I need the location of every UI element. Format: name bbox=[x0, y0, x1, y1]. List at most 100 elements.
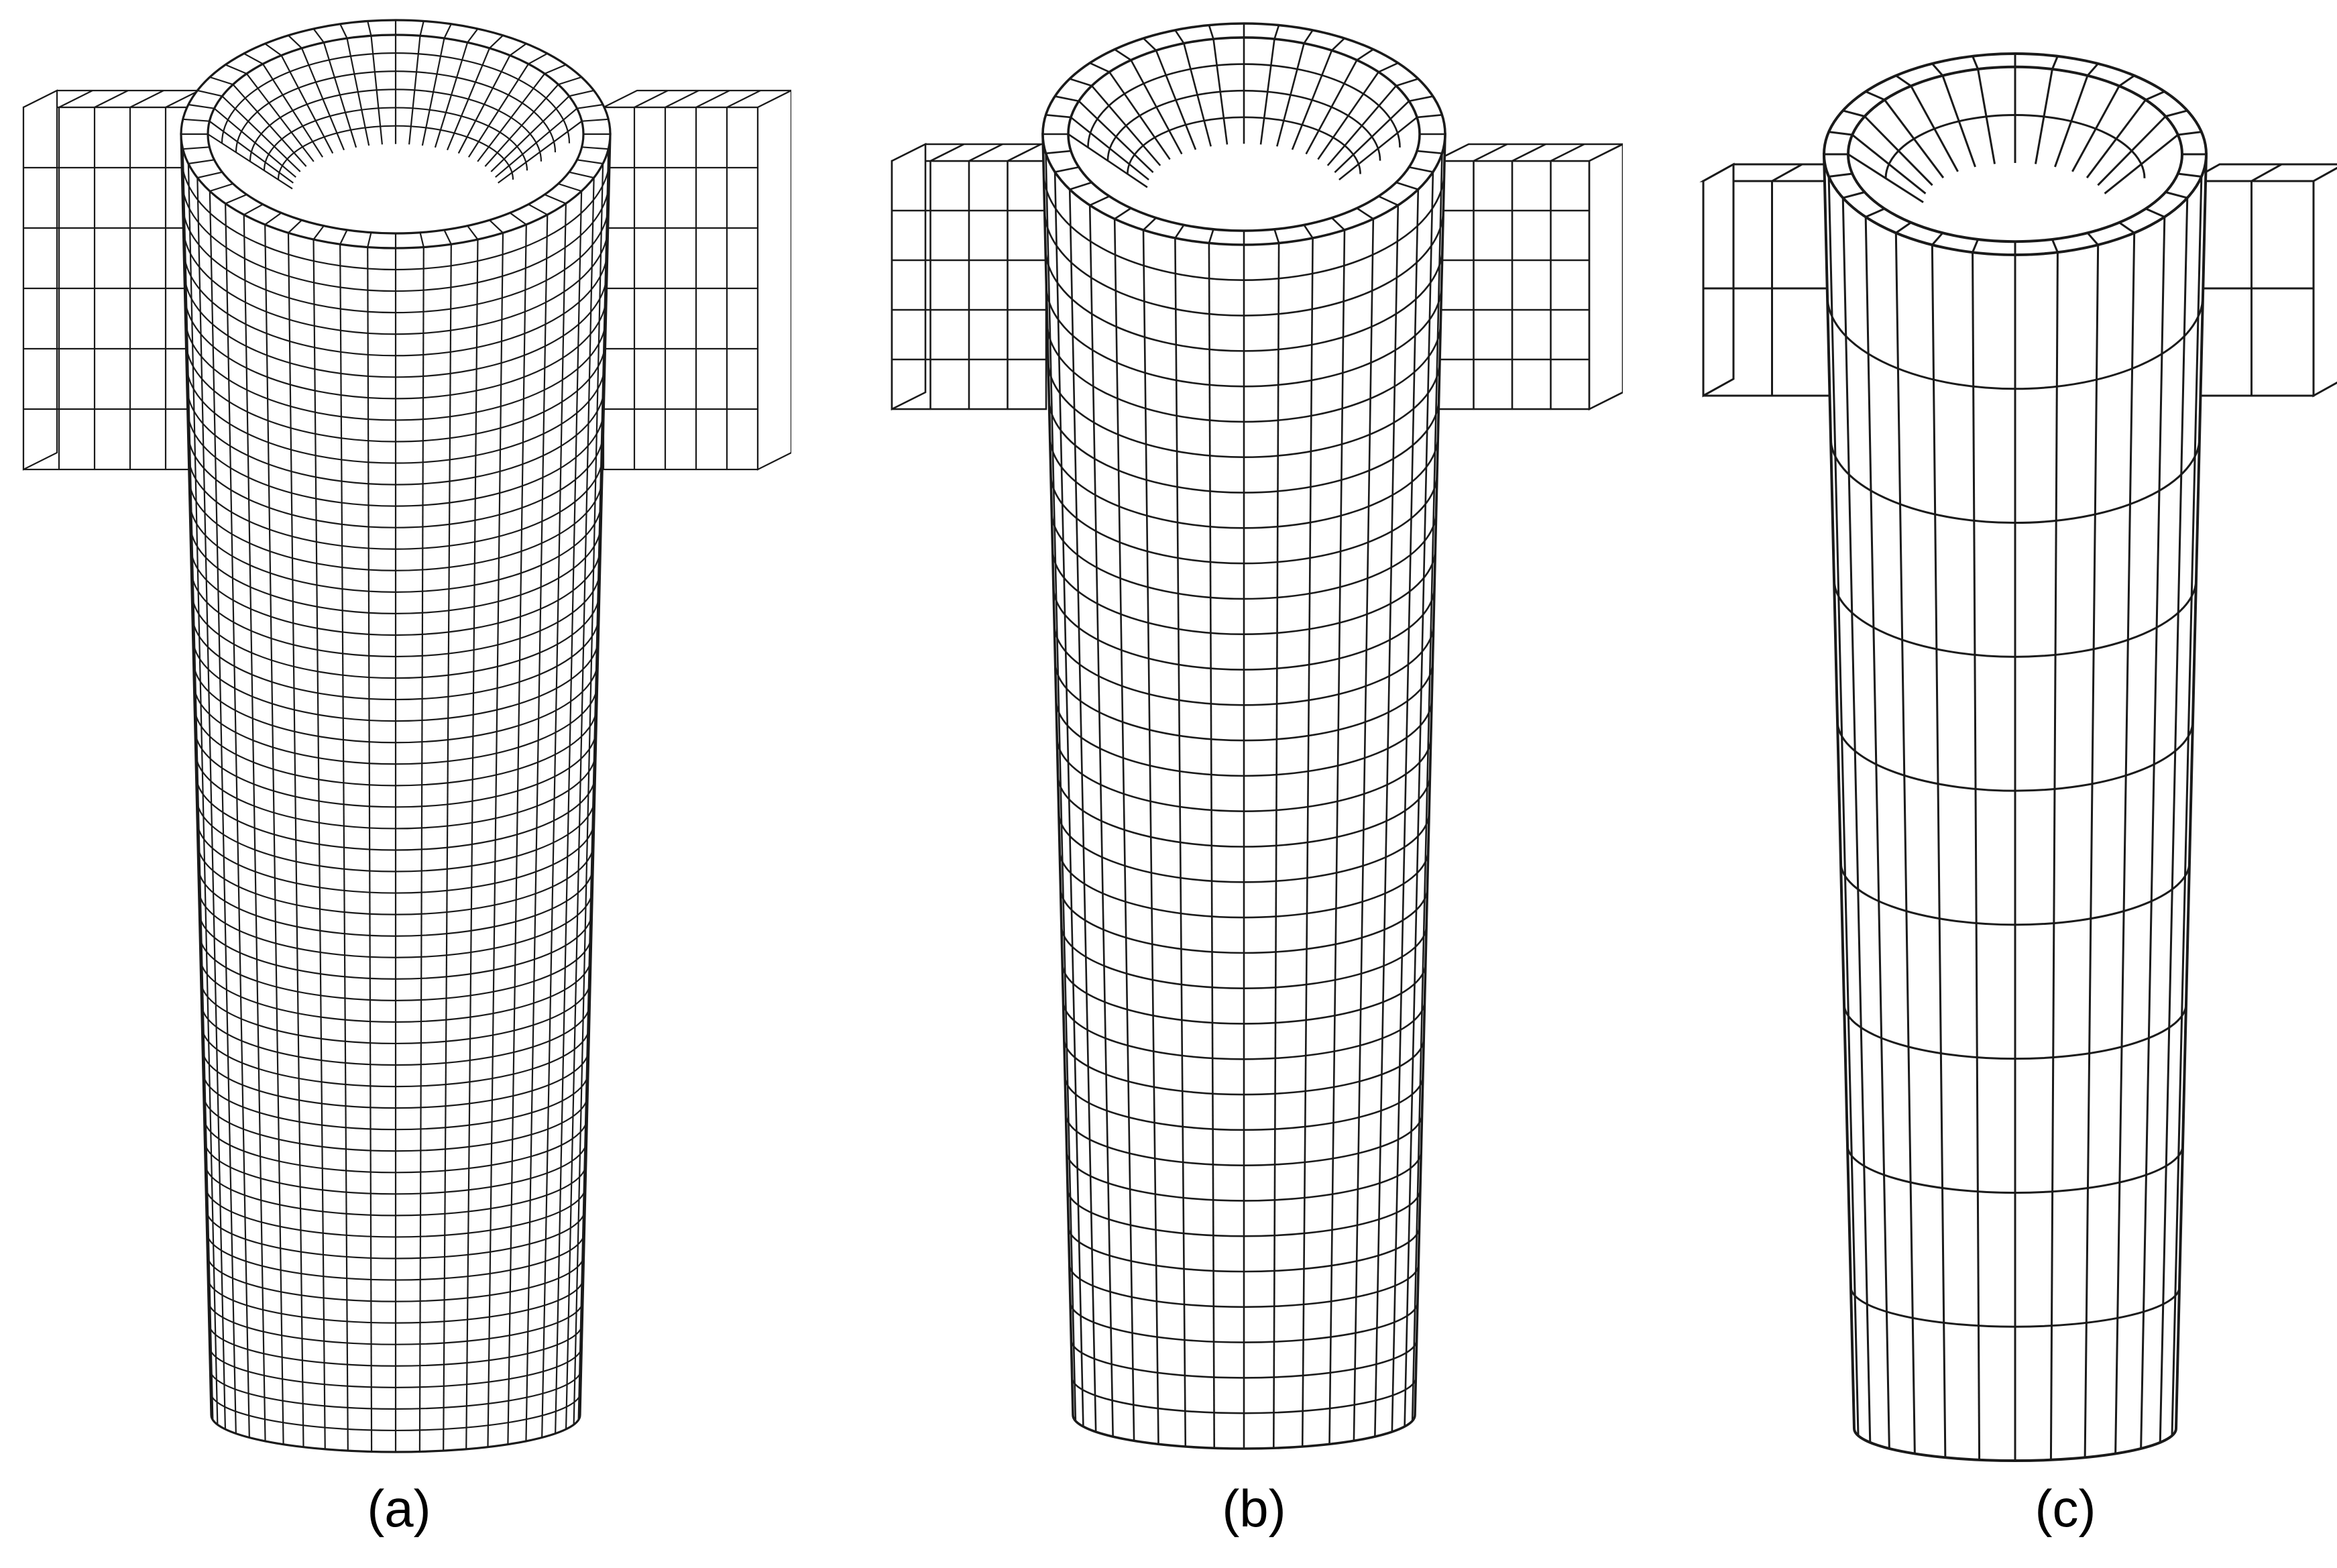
rim-division bbox=[1143, 38, 1157, 52]
rim-division bbox=[312, 225, 325, 240]
tube-longitudinal bbox=[418, 247, 424, 1452]
rim-division bbox=[225, 194, 247, 205]
rim-division bbox=[577, 159, 604, 165]
rim-division bbox=[489, 219, 504, 234]
flange-grid-line bbox=[929, 143, 965, 162]
rim-division bbox=[2051, 56, 2059, 70]
tube-longitudinal bbox=[2175, 154, 2208, 1429]
tube-longitudinal bbox=[1414, 133, 1446, 1416]
rim-division bbox=[243, 203, 264, 216]
flange-grid-line bbox=[968, 143, 1003, 162]
flange-grid-line bbox=[726, 90, 761, 108]
inner-ring bbox=[1106, 89, 1381, 161]
flange-right bbox=[602, 89, 791, 471]
rim-division bbox=[264, 43, 282, 56]
flange-grid-line bbox=[1512, 143, 1546, 162]
rim-division bbox=[1273, 25, 1280, 40]
tube-longitudinal bbox=[579, 133, 612, 1416]
mesh-group bbox=[1699, 52, 2337, 1462]
inner-ring bbox=[1884, 113, 2146, 178]
rim-division bbox=[467, 28, 479, 43]
medium-mesh-drawing bbox=[891, 22, 1623, 1450]
rim-division bbox=[1054, 95, 1080, 102]
rim-division bbox=[443, 23, 452, 39]
flange-side bbox=[891, 142, 927, 411]
rim-division bbox=[209, 182, 233, 192]
rim-division bbox=[197, 171, 223, 179]
tube-longitudinal bbox=[577, 149, 610, 1420]
tube-longitudinal bbox=[1864, 217, 1890, 1449]
rim-division bbox=[2165, 191, 2188, 199]
flange-grid-line bbox=[1007, 143, 1042, 162]
tube-longitudinal bbox=[196, 178, 227, 1430]
rim-division bbox=[1931, 62, 1944, 76]
rim-division bbox=[2051, 239, 2059, 253]
coarse-mesh-drawing bbox=[1699, 52, 2337, 1462]
rim-division bbox=[544, 194, 567, 205]
flange-grid-line bbox=[129, 90, 164, 108]
flange-side bbox=[22, 89, 58, 471]
rim-division bbox=[1273, 229, 1280, 243]
tube-longitudinal bbox=[243, 215, 266, 1441]
tube-longitudinal bbox=[182, 149, 214, 1420]
rim-division bbox=[558, 182, 582, 192]
tube-longitudinal bbox=[573, 163, 604, 1425]
rim-division bbox=[509, 212, 527, 225]
tube-longitudinal bbox=[1208, 243, 1216, 1449]
tube-longitudinal bbox=[2084, 245, 2100, 1458]
rim-division bbox=[197, 89, 223, 97]
tube-longitudinal bbox=[1272, 243, 1280, 1449]
tube-longitudinal bbox=[1053, 172, 1084, 1427]
mesh-group bbox=[891, 22, 1623, 1450]
inner-ring bbox=[235, 70, 557, 153]
tube-longitudinal bbox=[541, 203, 567, 1438]
rim-division bbox=[188, 103, 215, 109]
tube-longitudinal bbox=[287, 233, 304, 1447]
flange-right bbox=[2185, 163, 2337, 398]
rim-division bbox=[1828, 131, 1853, 136]
flange-top bbox=[603, 89, 791, 109]
rim-division bbox=[569, 171, 594, 179]
rim-division bbox=[544, 64, 567, 74]
flange-grid-line bbox=[58, 90, 93, 108]
inner-wall-line bbox=[1068, 133, 1148, 188]
tube-longitudinal bbox=[465, 239, 479, 1449]
rim-division bbox=[264, 212, 282, 225]
tube-longitudinal bbox=[1823, 154, 1856, 1429]
tube-longitudinal bbox=[1068, 189, 1097, 1433]
flange-grid-line bbox=[165, 90, 200, 108]
tube-longitudinal bbox=[1391, 189, 1420, 1433]
rim-division bbox=[225, 64, 247, 74]
tube-longitudinal bbox=[2114, 233, 2136, 1454]
rim-division bbox=[1356, 48, 1374, 61]
panel-label-c: (c) bbox=[2035, 1479, 2096, 1538]
rim-division bbox=[419, 21, 424, 36]
rim-division bbox=[182, 118, 210, 122]
rim-division bbox=[1865, 207, 1885, 218]
rim-division bbox=[2177, 172, 2202, 178]
flange-top bbox=[2185, 163, 2337, 182]
rim-division bbox=[1089, 62, 1110, 73]
tube-longitudinal bbox=[1328, 229, 1346, 1445]
rim-division bbox=[2086, 232, 2099, 246]
rim-division bbox=[1828, 172, 1853, 178]
tube-longitudinal bbox=[1142, 229, 1159, 1445]
rim-division bbox=[1069, 181, 1092, 190]
rim-division bbox=[1143, 217, 1157, 231]
flange-grid-line bbox=[94, 90, 129, 108]
rim-division bbox=[1045, 114, 1072, 119]
tube-longitudinal bbox=[507, 224, 527, 1445]
rim-division bbox=[528, 203, 548, 216]
tube-longitudinal bbox=[1411, 153, 1443, 1421]
tube-longitudinal bbox=[209, 190, 237, 1434]
rim-division bbox=[467, 225, 479, 240]
rim-division bbox=[1331, 217, 1345, 231]
flange-grid-line bbox=[2250, 163, 2283, 182]
rim-division bbox=[1208, 229, 1214, 243]
inner-ring bbox=[1087, 63, 1401, 148]
inner-ring bbox=[221, 52, 571, 144]
rim-division bbox=[1356, 207, 1374, 220]
rim-division bbox=[489, 34, 504, 49]
inner-ring bbox=[263, 107, 528, 171]
